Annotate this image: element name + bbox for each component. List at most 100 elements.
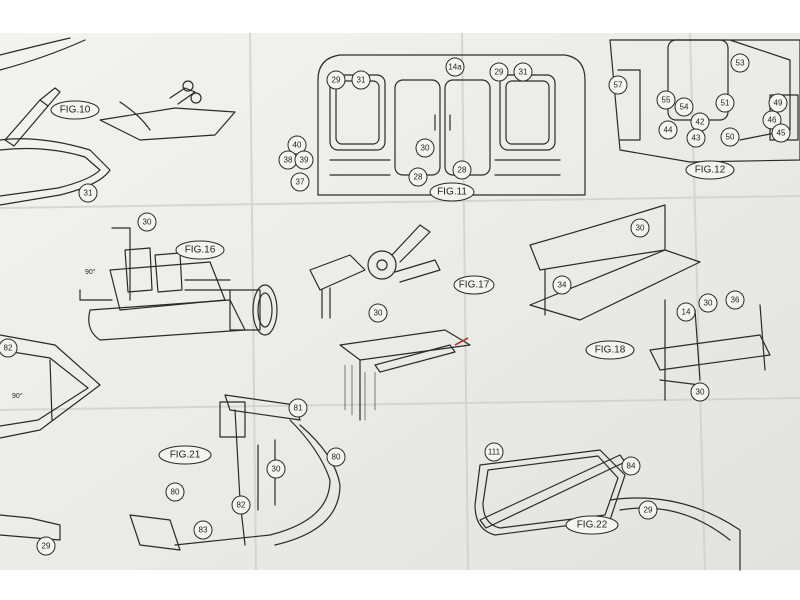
fig-label-oval xyxy=(565,515,619,535)
fig10-cutting-drawing xyxy=(99,80,236,141)
callout-circle xyxy=(698,293,718,313)
part-callout: 28 xyxy=(408,167,428,187)
part-callout: 29 xyxy=(489,62,509,82)
callout-circle xyxy=(290,172,310,192)
callout-number: 36 xyxy=(731,296,740,305)
callout-circle xyxy=(78,183,98,203)
callout-number: 42 xyxy=(696,118,705,127)
callout-circle xyxy=(415,138,435,158)
callout-number: 28 xyxy=(414,173,423,182)
fig-label-oval xyxy=(685,160,735,180)
callout-number: 30 xyxy=(374,309,383,318)
fig17-hatching xyxy=(344,364,376,421)
callout-number: 82 xyxy=(237,501,246,510)
fig-label-oval xyxy=(453,275,495,295)
callout-circle xyxy=(408,167,428,187)
fig-label-oval xyxy=(585,340,635,360)
fig11-label: FIG.11 xyxy=(429,182,475,202)
part-callout: 29 xyxy=(638,500,658,520)
part-callout: 81 xyxy=(288,398,308,418)
callout-circle xyxy=(326,70,346,90)
callout-circle xyxy=(351,70,371,90)
callout-number: 30 xyxy=(696,388,705,397)
callout-number: 84 xyxy=(627,462,636,471)
callout-circle xyxy=(288,398,308,418)
part-callout: 28 xyxy=(452,160,472,180)
callout-number: 38 xyxy=(284,156,293,165)
part-callout: 57 xyxy=(608,75,628,95)
callout-circle xyxy=(768,93,788,113)
fig17-label: FIG.17 xyxy=(453,275,495,295)
part-callout: 46 xyxy=(762,110,782,130)
part-callout: 83 xyxy=(193,520,213,540)
part-callout: 45 xyxy=(771,123,791,143)
callout-circle xyxy=(0,338,18,358)
callout-circle xyxy=(725,290,745,310)
callout-circle xyxy=(231,495,251,515)
callout-circle xyxy=(638,500,658,520)
part-callout: 80 xyxy=(326,447,346,467)
callout-number: 31 xyxy=(519,68,528,77)
fig-label-text: FIG.17 xyxy=(459,280,490,291)
callout-circle xyxy=(676,302,696,322)
callout-circle xyxy=(452,160,472,180)
callout-circle xyxy=(608,75,628,95)
part-callout: 39 xyxy=(294,150,314,170)
callout-number: 31 xyxy=(84,189,93,198)
callout-number: 14 xyxy=(682,308,691,317)
callout-circle xyxy=(720,127,740,147)
callout-number: 81 xyxy=(294,404,303,413)
callout-number: 30 xyxy=(143,218,152,227)
red-mark xyxy=(454,337,469,346)
part-callout: 54 xyxy=(674,97,694,117)
fig-label-text: FIG.22 xyxy=(577,520,608,531)
part-callout: 31 xyxy=(351,70,371,90)
fig18-label: FIG.18 xyxy=(585,340,635,360)
callout-circle xyxy=(730,53,750,73)
fig-label-text: FIG.21 xyxy=(170,450,201,461)
callout-circle xyxy=(658,120,678,140)
part-callout: 29 xyxy=(326,70,346,90)
callout-circle xyxy=(686,128,706,148)
callout-number: 44 xyxy=(664,126,673,135)
callout-circle xyxy=(368,303,388,323)
callout-circle xyxy=(445,57,465,77)
callout-number: 28 xyxy=(458,166,467,175)
fig21-label: FIG.21 xyxy=(158,445,212,465)
left-angle-drawing xyxy=(0,334,101,439)
part-callout: 82 xyxy=(0,338,18,358)
callout-number: 30 xyxy=(272,465,281,474)
callout-circle xyxy=(489,62,509,82)
callout-number: 80 xyxy=(332,453,341,462)
callout-number: 49 xyxy=(774,99,783,108)
fig16-label: FIG.16 xyxy=(175,240,225,260)
callout-circle xyxy=(674,97,694,117)
callout-number: 111 xyxy=(488,448,501,457)
part-callout: 30 xyxy=(698,293,718,313)
callout-circle xyxy=(771,123,791,143)
callout-circle xyxy=(36,536,56,556)
callout-number: 30 xyxy=(704,299,713,308)
fig12-label: FIG.12 xyxy=(685,160,735,180)
callout-circle xyxy=(630,218,650,238)
part-callout: 37 xyxy=(290,172,310,192)
fig22-label: FIG.22 xyxy=(565,515,619,535)
callout-number: 55 xyxy=(662,96,671,105)
fig-label-text: FIG.16 xyxy=(185,245,216,256)
part-callout: 80 xyxy=(165,482,185,502)
fig-label-text: FIG.12 xyxy=(695,165,726,176)
part-callout: 84 xyxy=(621,456,641,476)
callout-circle xyxy=(165,482,185,502)
figure-labels: FIG.10FIG.11FIG.12FIG.16FIG.17FIG.18FIG.… xyxy=(50,100,735,535)
part-callout: 36 xyxy=(725,290,745,310)
callout-number: 50 xyxy=(726,133,735,142)
callout-circle xyxy=(762,110,782,130)
part-callout: 50 xyxy=(720,127,740,147)
fig-label-oval xyxy=(175,240,225,260)
part-callout: 31 xyxy=(513,62,533,82)
callout-number: 51 xyxy=(721,99,730,108)
boat-hull-drawing xyxy=(0,37,111,206)
part-callout: 14a xyxy=(445,57,465,77)
fig22-window-drawing xyxy=(474,449,741,571)
part-callout: 29 xyxy=(36,536,56,556)
